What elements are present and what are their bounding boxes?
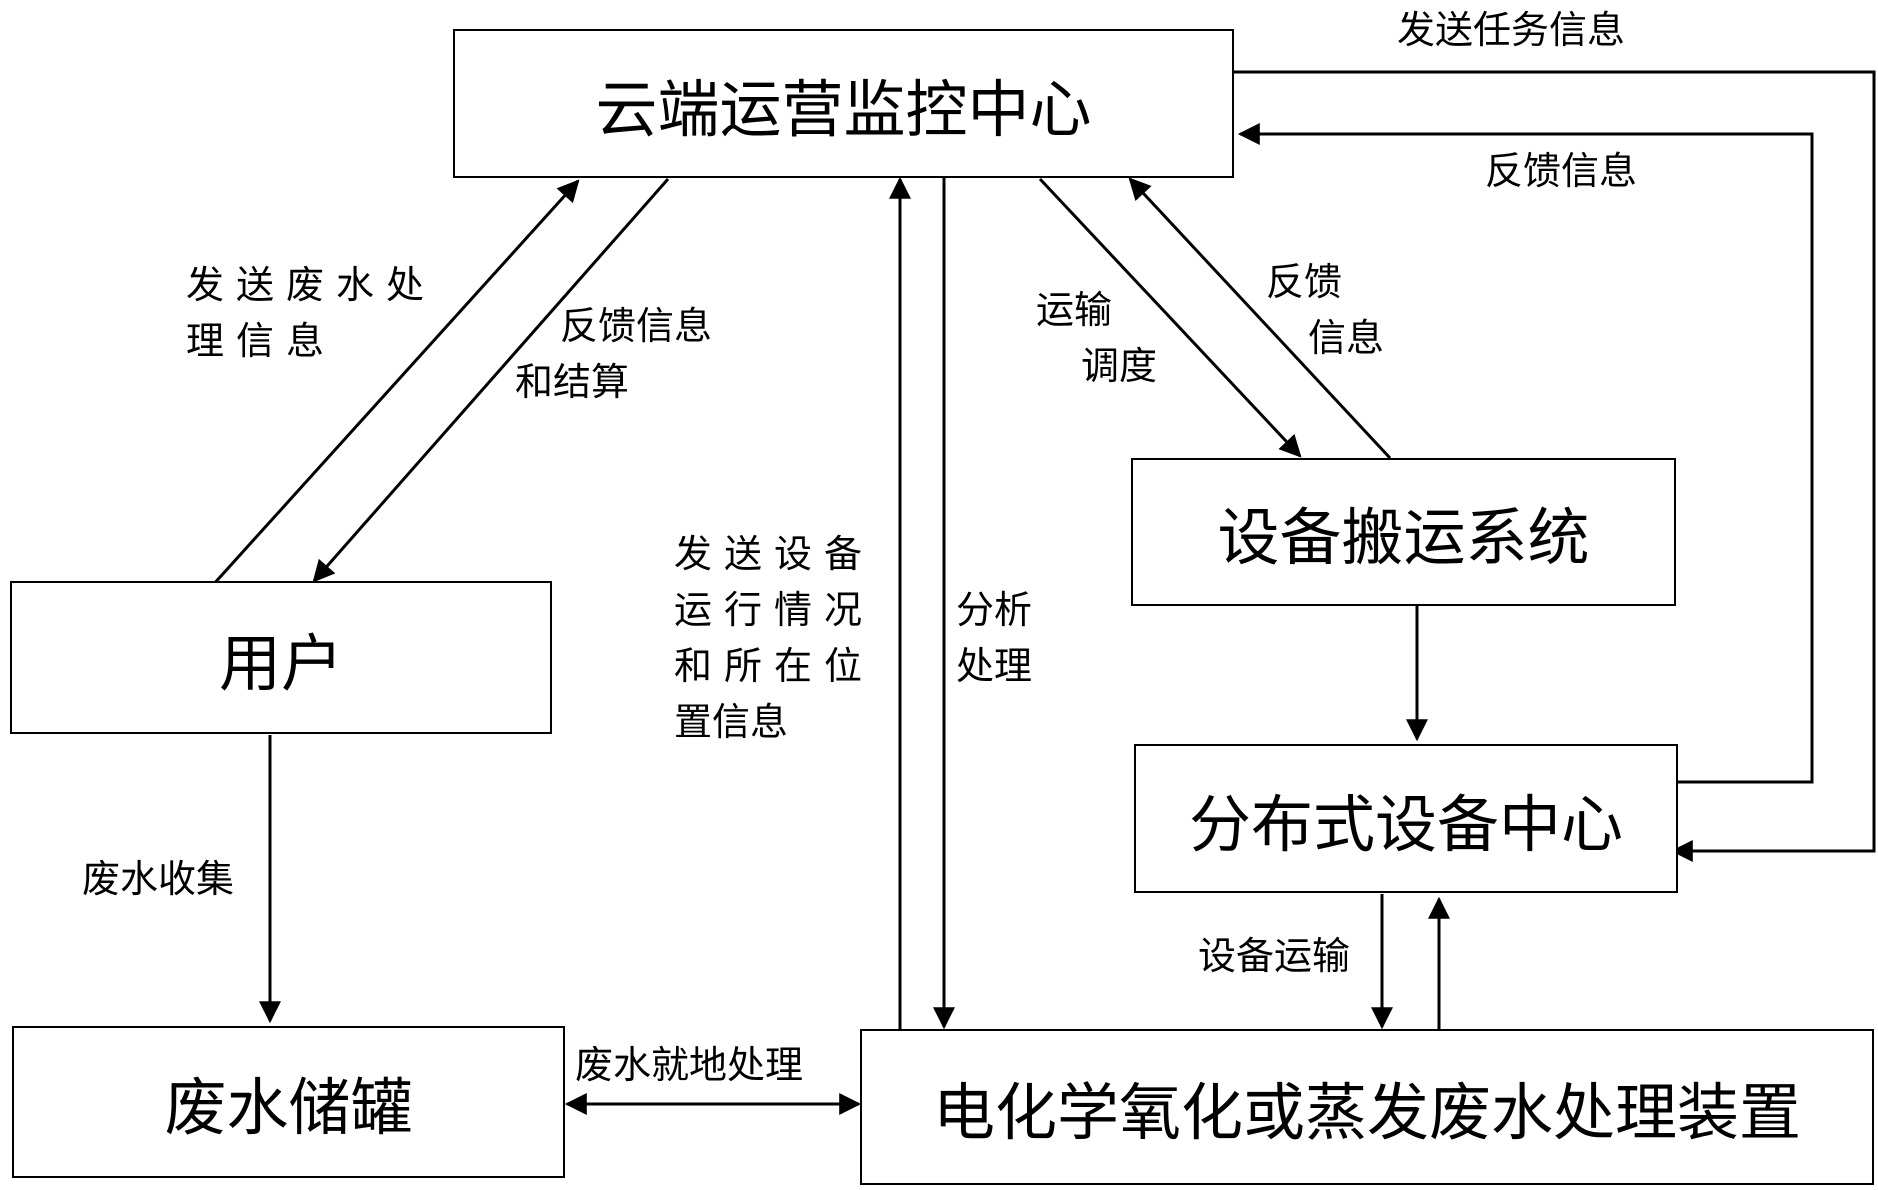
onsite-treatment-label: 废水就地处理: [575, 1043, 804, 1087]
feedback-short-label: 反馈 信息: [1266, 260, 1385, 360]
user-box: 用户: [10, 581, 552, 734]
equipment-transport-edge-label: 设备运输: [1198, 934, 1351, 978]
distributed-equipment-center-box: 分布式设备中心: [1134, 744, 1678, 893]
cloud-operation-center-label: 云端运营监控中心: [595, 72, 1092, 146]
edge-cloud-to-user: [312, 178, 670, 583]
send-treatment-info-label: 发送废水处 理信息: [186, 263, 437, 363]
feedback-and-settlement-label: 反馈信息 和结算: [515, 304, 713, 404]
wastewater-tank-box: 废水储罐: [12, 1026, 565, 1178]
analysis-processing-label: 分析 处理: [956, 588, 1033, 688]
send-task-info-label: 发送任务信息: [1397, 8, 1626, 52]
transport-dispatch-label: 运输 调度: [1036, 288, 1158, 388]
equipment-transport-system-label: 设备搬运系统: [1217, 501, 1590, 574]
edge-transport-to-cloud: [1128, 177, 1392, 460]
edge-cloud-to-transport: [1038, 177, 1302, 458]
edge-cloud-to-distributed: [1233, 70, 1876, 862]
edge-user-to-cloud: [210, 179, 580, 588]
wastewater-collection-label: 废水收集: [82, 857, 235, 901]
wastewater-tank-label: 废水储罐: [164, 1071, 413, 1144]
feedback-info-right-label: 反馈信息: [1485, 149, 1638, 193]
user-label: 用户: [218, 626, 343, 700]
treatment-device-label: 电化学氧化或蒸发废水处理装置: [932, 1076, 1801, 1149]
distributed-equipment-center-label: 分布式设备中心: [1188, 787, 1623, 861]
equipment-transport-system-box: 设备搬运系统: [1131, 458, 1676, 606]
cloud-operation-center-box: 云端运营监控中心: [453, 29, 1234, 178]
edge-distributed-to-cloud: [1237, 123, 1814, 784]
send-device-status-label: 发送设备 运行情况 和所在位 置信息: [674, 532, 875, 744]
treatment-device-box: 电化学氧化或蒸发废水处理装置: [860, 1029, 1874, 1185]
